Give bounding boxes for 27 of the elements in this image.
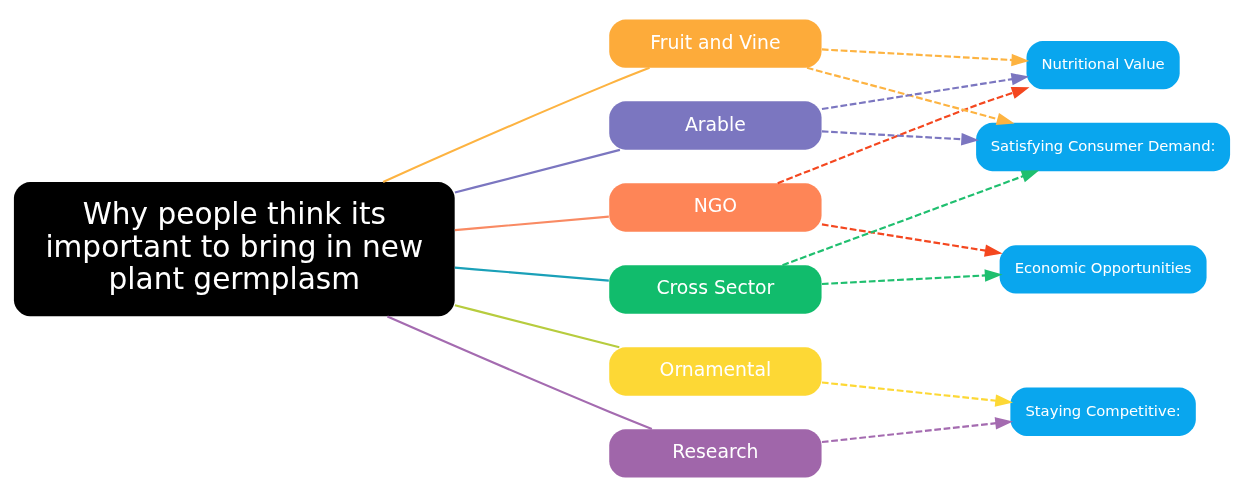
arrow	[806, 66, 1015, 125]
node-box: Nutritional Value	[1026, 40, 1180, 90]
node-box: Ornamental	[609, 347, 822, 396]
arrow	[777, 86, 1030, 185]
node-box: Fruit and Vine	[609, 19, 822, 68]
node-box: Research	[609, 429, 822, 478]
node-box: Why people think its important to bring in new plant germplasm	[13, 182, 455, 317]
arrow	[821, 417, 1013, 444]
arrow	[782, 170, 1040, 267]
connector	[454, 148, 621, 194]
connector	[454, 215, 609, 232]
connector	[454, 266, 609, 282]
node-box: Cross Sector	[609, 265, 822, 314]
connector	[382, 66, 650, 183]
arrow	[821, 269, 1003, 286]
node-box: Satisfying Consumer Demand:	[976, 122, 1231, 172]
connector	[454, 304, 620, 349]
arrow	[821, 223, 1003, 257]
node-box: Economic Opportunities	[999, 245, 1207, 294]
connector	[386, 315, 653, 431]
node-box: NGO	[609, 183, 822, 232]
arrow	[821, 48, 1030, 67]
node-box: Staying Competitive:	[1010, 387, 1196, 436]
arrow	[821, 130, 980, 146]
arrow	[821, 73, 1030, 111]
node-box: Arable	[609, 101, 822, 150]
arrow	[821, 381, 1013, 407]
